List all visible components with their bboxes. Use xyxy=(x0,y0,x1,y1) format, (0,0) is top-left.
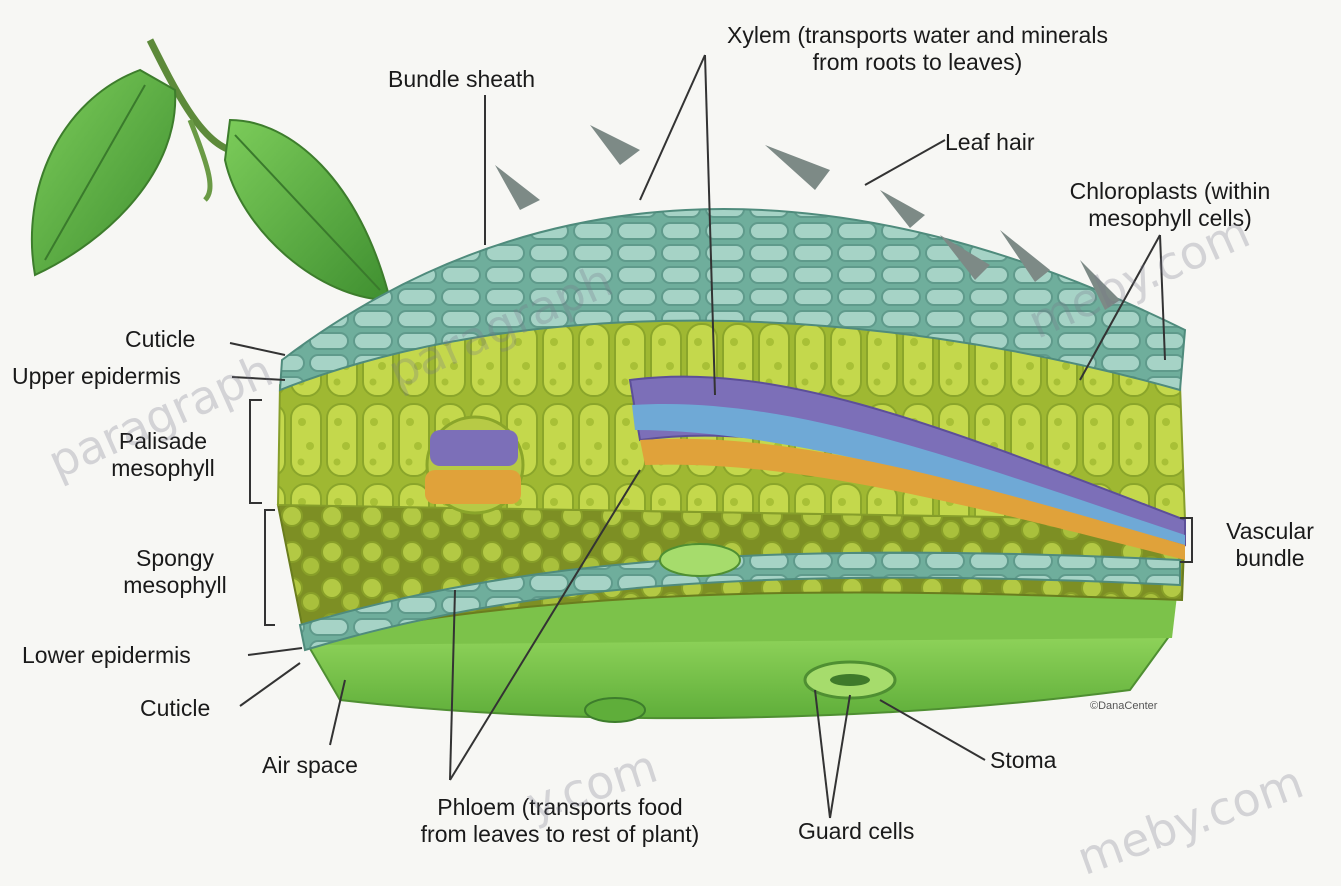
spongy-mesophyll-label: Spongy mesophyll xyxy=(95,545,255,599)
guard-cells-label: Guard cells xyxy=(798,818,914,845)
bundle-sheath-label: Bundle sheath xyxy=(388,66,535,93)
chloroplasts-label: Chloroplasts (within mesophyll cells) xyxy=(1045,178,1295,232)
air-space-label: Air space xyxy=(262,752,358,779)
leaf-sprig-icon xyxy=(32,40,390,300)
vascular-label-line1: Vascular xyxy=(1205,518,1335,545)
vascular-bundle-label: Vascular bundle xyxy=(1205,518,1335,572)
vascular-label-line2: bundle xyxy=(1205,545,1335,572)
cuticle-top-label: Cuticle xyxy=(125,326,195,353)
chloroplasts-label-line2: mesophyll cells) xyxy=(1045,205,1295,232)
leaf-diagram: Xylem (transports water and minerals fro… xyxy=(0,0,1341,862)
cuticle-bottom-label: Cuticle xyxy=(140,695,210,722)
chloroplasts-label-line1: Chloroplasts (within xyxy=(1045,178,1295,205)
spongy-label-line1: Spongy xyxy=(95,545,255,572)
stoma-label: Stoma xyxy=(990,747,1056,774)
xylem-label: Xylem (transports water and minerals fro… xyxy=(655,22,1180,76)
spongy-label-line2: mesophyll xyxy=(95,572,255,599)
upper-epidermis-label: Upper epidermis xyxy=(12,363,181,390)
xylem-label-line1: Xylem (transports water and minerals xyxy=(655,22,1180,49)
xylem-label-line2: from roots to leaves) xyxy=(655,49,1180,76)
phloem-label-line2: from leaves to rest of plant) xyxy=(380,821,740,848)
illustrator-credit: ©DanaCenter xyxy=(1090,700,1157,712)
lower-epidermis-label: Lower epidermis xyxy=(22,642,191,669)
leaf-hair-label: Leaf hair xyxy=(945,129,1035,156)
